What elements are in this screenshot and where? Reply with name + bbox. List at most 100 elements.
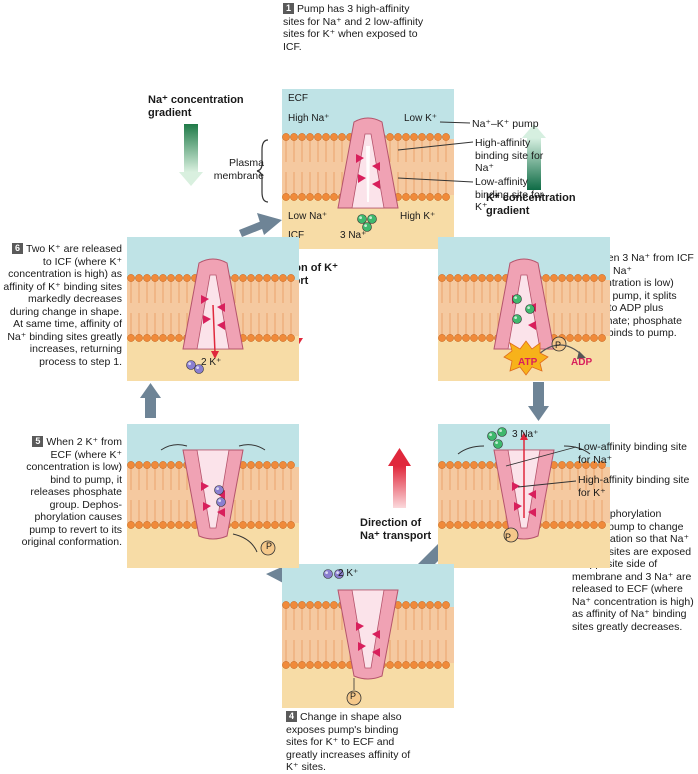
lipid-head [338, 661, 346, 669]
pump-channel [196, 449, 230, 529]
lipid-head [143, 334, 151, 342]
k-ion [186, 360, 196, 370]
lipid-head [175, 334, 183, 342]
phosphate-group [551, 336, 567, 352]
step-1-description: Pump has 3 high-affinity sites for Na⁺ a… [283, 3, 424, 53]
lipid-head [394, 133, 402, 141]
phosphate-release-arrow [232, 533, 258, 553]
lipid-head [151, 274, 159, 282]
panel-1-art [282, 89, 454, 249]
lipid-head [330, 661, 338, 669]
binding-site [217, 508, 225, 517]
lipid-head [566, 274, 574, 282]
panel-step-5: P [127, 424, 299, 568]
lipid-head [478, 461, 486, 469]
lipid-head [330, 193, 338, 201]
lipid-head [282, 661, 290, 669]
binding-site [372, 162, 380, 171]
lipid-head [486, 521, 494, 529]
lipid-head [598, 334, 606, 342]
lipid-head [470, 461, 478, 469]
top-na-count-label: 3 Na⁺ [340, 230, 367, 241]
panel-step-3: 3 Na⁺ P [438, 424, 610, 568]
lipid-head [402, 193, 410, 201]
lipid-head [247, 461, 255, 469]
lipid-head [159, 334, 167, 342]
lipid-head [462, 461, 470, 469]
lipid-head [287, 461, 295, 469]
lipid-head [135, 334, 143, 342]
lipid-head [550, 274, 558, 282]
step-6-description: Two K⁺ are released to ICF (where K⁺ con… [3, 243, 122, 368]
lipid-head [159, 461, 167, 469]
high-affinity-na-label: High-affinity binding site for Na⁺ [475, 137, 544, 174]
lipid-head [454, 334, 462, 342]
lipid-head [282, 193, 290, 201]
lipid-head [394, 661, 402, 669]
lipid-head [386, 133, 394, 141]
lipid-head [279, 521, 287, 529]
lipid-head [438, 521, 446, 529]
p6-k-count-label: 2 K⁺ [201, 357, 222, 368]
phosphate-label-p5: P [266, 541, 273, 551]
lipid-head [386, 661, 394, 669]
binding-site [528, 321, 536, 330]
panel-step-6: 2 K⁺ [127, 237, 299, 381]
lipid-head [582, 274, 590, 282]
lipid-head [271, 461, 279, 469]
motion-arrow [457, 445, 485, 455]
lipid-head [446, 521, 454, 529]
lipid-head [290, 661, 298, 669]
high-k-label: High K⁺ [400, 211, 436, 222]
lipid-head [418, 133, 426, 141]
lipid-head [486, 274, 494, 282]
binding-site [217, 303, 225, 312]
lipid-head [159, 521, 167, 529]
lipid-head [314, 601, 322, 609]
lipid-head [486, 334, 494, 342]
k-ion [214, 485, 224, 495]
phosphate-label-p2: P [555, 340, 562, 350]
binding-site [203, 315, 211, 324]
lipid-head [566, 461, 574, 469]
p3-na-count-label: 3 Na⁺ [512, 429, 539, 440]
step-4-description: Change in shape also exposes pump's bind… [286, 711, 411, 773]
lipid-head [574, 461, 582, 469]
lipid-head [314, 193, 322, 201]
na-gradient-arrow [179, 124, 203, 186]
phosphate-group [503, 527, 519, 543]
lipid-head [322, 193, 330, 201]
lipid-head [167, 274, 175, 282]
lipid-head [167, 521, 175, 529]
lipid-head [175, 274, 183, 282]
lipid-head [574, 334, 582, 342]
ion-pathway [366, 146, 370, 202]
lipid-head [159, 274, 167, 282]
lipid-head [410, 193, 418, 201]
lipid-head [558, 274, 566, 282]
atp-burst [503, 340, 549, 376]
lipid-head [494, 521, 502, 529]
lipid-head [143, 521, 151, 529]
lipid-head [306, 193, 314, 201]
lipid-head [314, 133, 322, 141]
panel-step-2: ATP ADP P [438, 237, 610, 381]
lipid-head [322, 661, 330, 669]
lipid-head [239, 521, 247, 529]
lipid-head [298, 193, 306, 201]
lipid-head [330, 133, 338, 141]
lipid-head [446, 461, 454, 469]
lipid-head [322, 601, 330, 609]
lipid-head [135, 461, 143, 469]
lipid-head [143, 461, 151, 469]
lipid-head [442, 133, 450, 141]
panel-5-art [127, 424, 299, 568]
lipid-head [442, 601, 450, 609]
lipid-head [438, 461, 446, 469]
lipid-head [255, 274, 263, 282]
lipid-head [290, 193, 298, 201]
binding-site [356, 154, 364, 163]
